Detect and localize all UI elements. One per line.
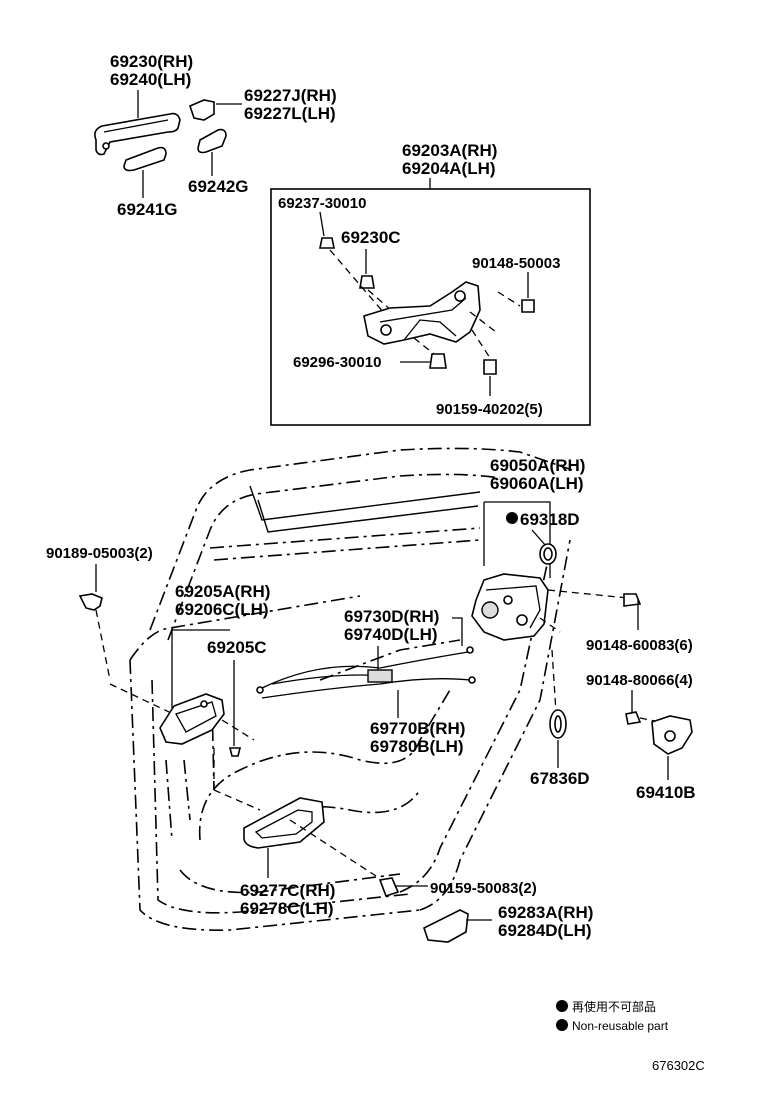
label-grommet: 67836D xyxy=(530,769,590,788)
clip-group: 90189-05003(2) xyxy=(46,545,187,721)
lock-assy-group: 69050A(RH) 69060A(LH) 69318D xyxy=(471,456,629,713)
label-frame-assy-lh: 69204A(LH) xyxy=(402,159,496,178)
bezel-group: 69277C(RH) 69278C(LH) xyxy=(240,797,377,918)
label-handle-cap-rh: 69227J(RH) xyxy=(244,86,337,105)
inner-handle-shape xyxy=(159,693,225,745)
label-bezel-screw: 90159-50083(2) xyxy=(430,880,537,897)
outer-handle-shape xyxy=(94,112,181,156)
label-frame-bolt-1: 90148-50003 xyxy=(472,255,560,272)
label-cover-rh: 69283A(RH) xyxy=(498,903,593,922)
label-outer-handle-rh: 69230(RH) xyxy=(110,52,193,71)
label-striker-bolt: 90148-80066(4) xyxy=(586,672,693,689)
frame-assy-box xyxy=(270,188,591,426)
legend-marker-en xyxy=(556,1019,568,1031)
label-outer-handle-lh: 69240(LH) xyxy=(110,70,191,89)
label-inner-handle-rh: 69205A(RH) xyxy=(175,582,270,601)
outer-handle-group: 69230(RH) 69240(LH) 69227J(RH) 69227L(LH… xyxy=(94,52,337,219)
handle-cap-shape xyxy=(189,99,215,121)
cables-group: 69730D(RH) 69740D(LH) 69770B(RH) 69780B(… xyxy=(256,607,476,756)
bezel-shape xyxy=(243,797,325,849)
label-frame-piece: 69230C xyxy=(341,228,401,247)
clip-shape xyxy=(78,593,103,611)
grommet-group: 67836D xyxy=(530,709,590,788)
label-striker: 69410B xyxy=(636,783,696,802)
frame-body-shape xyxy=(363,281,481,345)
label-inner-handle-lh: 69206C(LH) xyxy=(175,600,269,619)
non-reusable-marker xyxy=(506,512,518,524)
label-bezel-lh: 69278C(LH) xyxy=(240,899,334,918)
lock-body-shape xyxy=(471,573,549,641)
lock-bolt-group: 90148-60083(6) xyxy=(586,593,693,654)
striker-group: 90148-80066(4) 69410B xyxy=(586,672,696,802)
label-handle-cap-lh: 69227L(LH) xyxy=(244,104,336,123)
label-cable-1-lh: 69740D(LH) xyxy=(344,625,438,644)
label-lock-bolt: 90148-60083(6) xyxy=(586,637,693,654)
pad-1-shape xyxy=(123,146,167,172)
cable-1-shape xyxy=(261,651,469,689)
label-frame-assy-rh: 69203A(RH) xyxy=(402,141,497,160)
legend-marker-jp xyxy=(556,1000,568,1012)
inner-handle-group: 69205A(RH) 69206C(LH) 69205C xyxy=(159,582,270,811)
label-cable-2-lh: 69780B(LH) xyxy=(370,737,464,756)
label-bezel-rh: 69277C(RH) xyxy=(240,881,335,900)
legend-text-jp: 再使用不可部品 xyxy=(572,999,656,1014)
door-outline xyxy=(129,447,573,931)
label-frame-bolt-2: 90159-40202(5) xyxy=(436,401,543,418)
label-cable-1-rh: 69730D(RH) xyxy=(344,607,439,626)
cable-2-shape xyxy=(261,678,471,699)
cover-shape xyxy=(423,909,469,943)
label-cable-2-rh: 69770B(RH) xyxy=(370,719,465,738)
label-lock-seal: 69318D xyxy=(520,510,580,529)
cover-group: 69283A(RH) 69284D(LH) xyxy=(423,903,593,943)
diagram-code: 676302C xyxy=(652,1058,705,1073)
label-lock-assy-lh: 69060A(LH) xyxy=(490,474,584,493)
label-lock-assy-rh: 69050A(RH) xyxy=(490,456,585,475)
label-frame-screw: 69237-30010 xyxy=(278,195,366,212)
frame-assy-group: 69203A(RH) 69204A(LH) 69237-30010 69230C… xyxy=(270,141,591,426)
legend: 再使用不可部品 Non-reusable part xyxy=(556,999,669,1033)
label-pad-1: 69241G xyxy=(117,200,178,219)
bezel-screw-group: 90159-50083(2) xyxy=(378,877,537,898)
legend-text-en: Non-reusable part xyxy=(572,1019,669,1033)
label-frame-nut: 69296-30010 xyxy=(293,354,381,371)
pad-2-shape xyxy=(197,128,227,154)
label-inner-handle-part: 69205C xyxy=(207,638,267,657)
label-cover-lh: 69284D(LH) xyxy=(498,921,592,940)
label-pad-2: 69242G xyxy=(188,177,249,196)
label-clip: 90189-05003(2) xyxy=(46,545,153,562)
